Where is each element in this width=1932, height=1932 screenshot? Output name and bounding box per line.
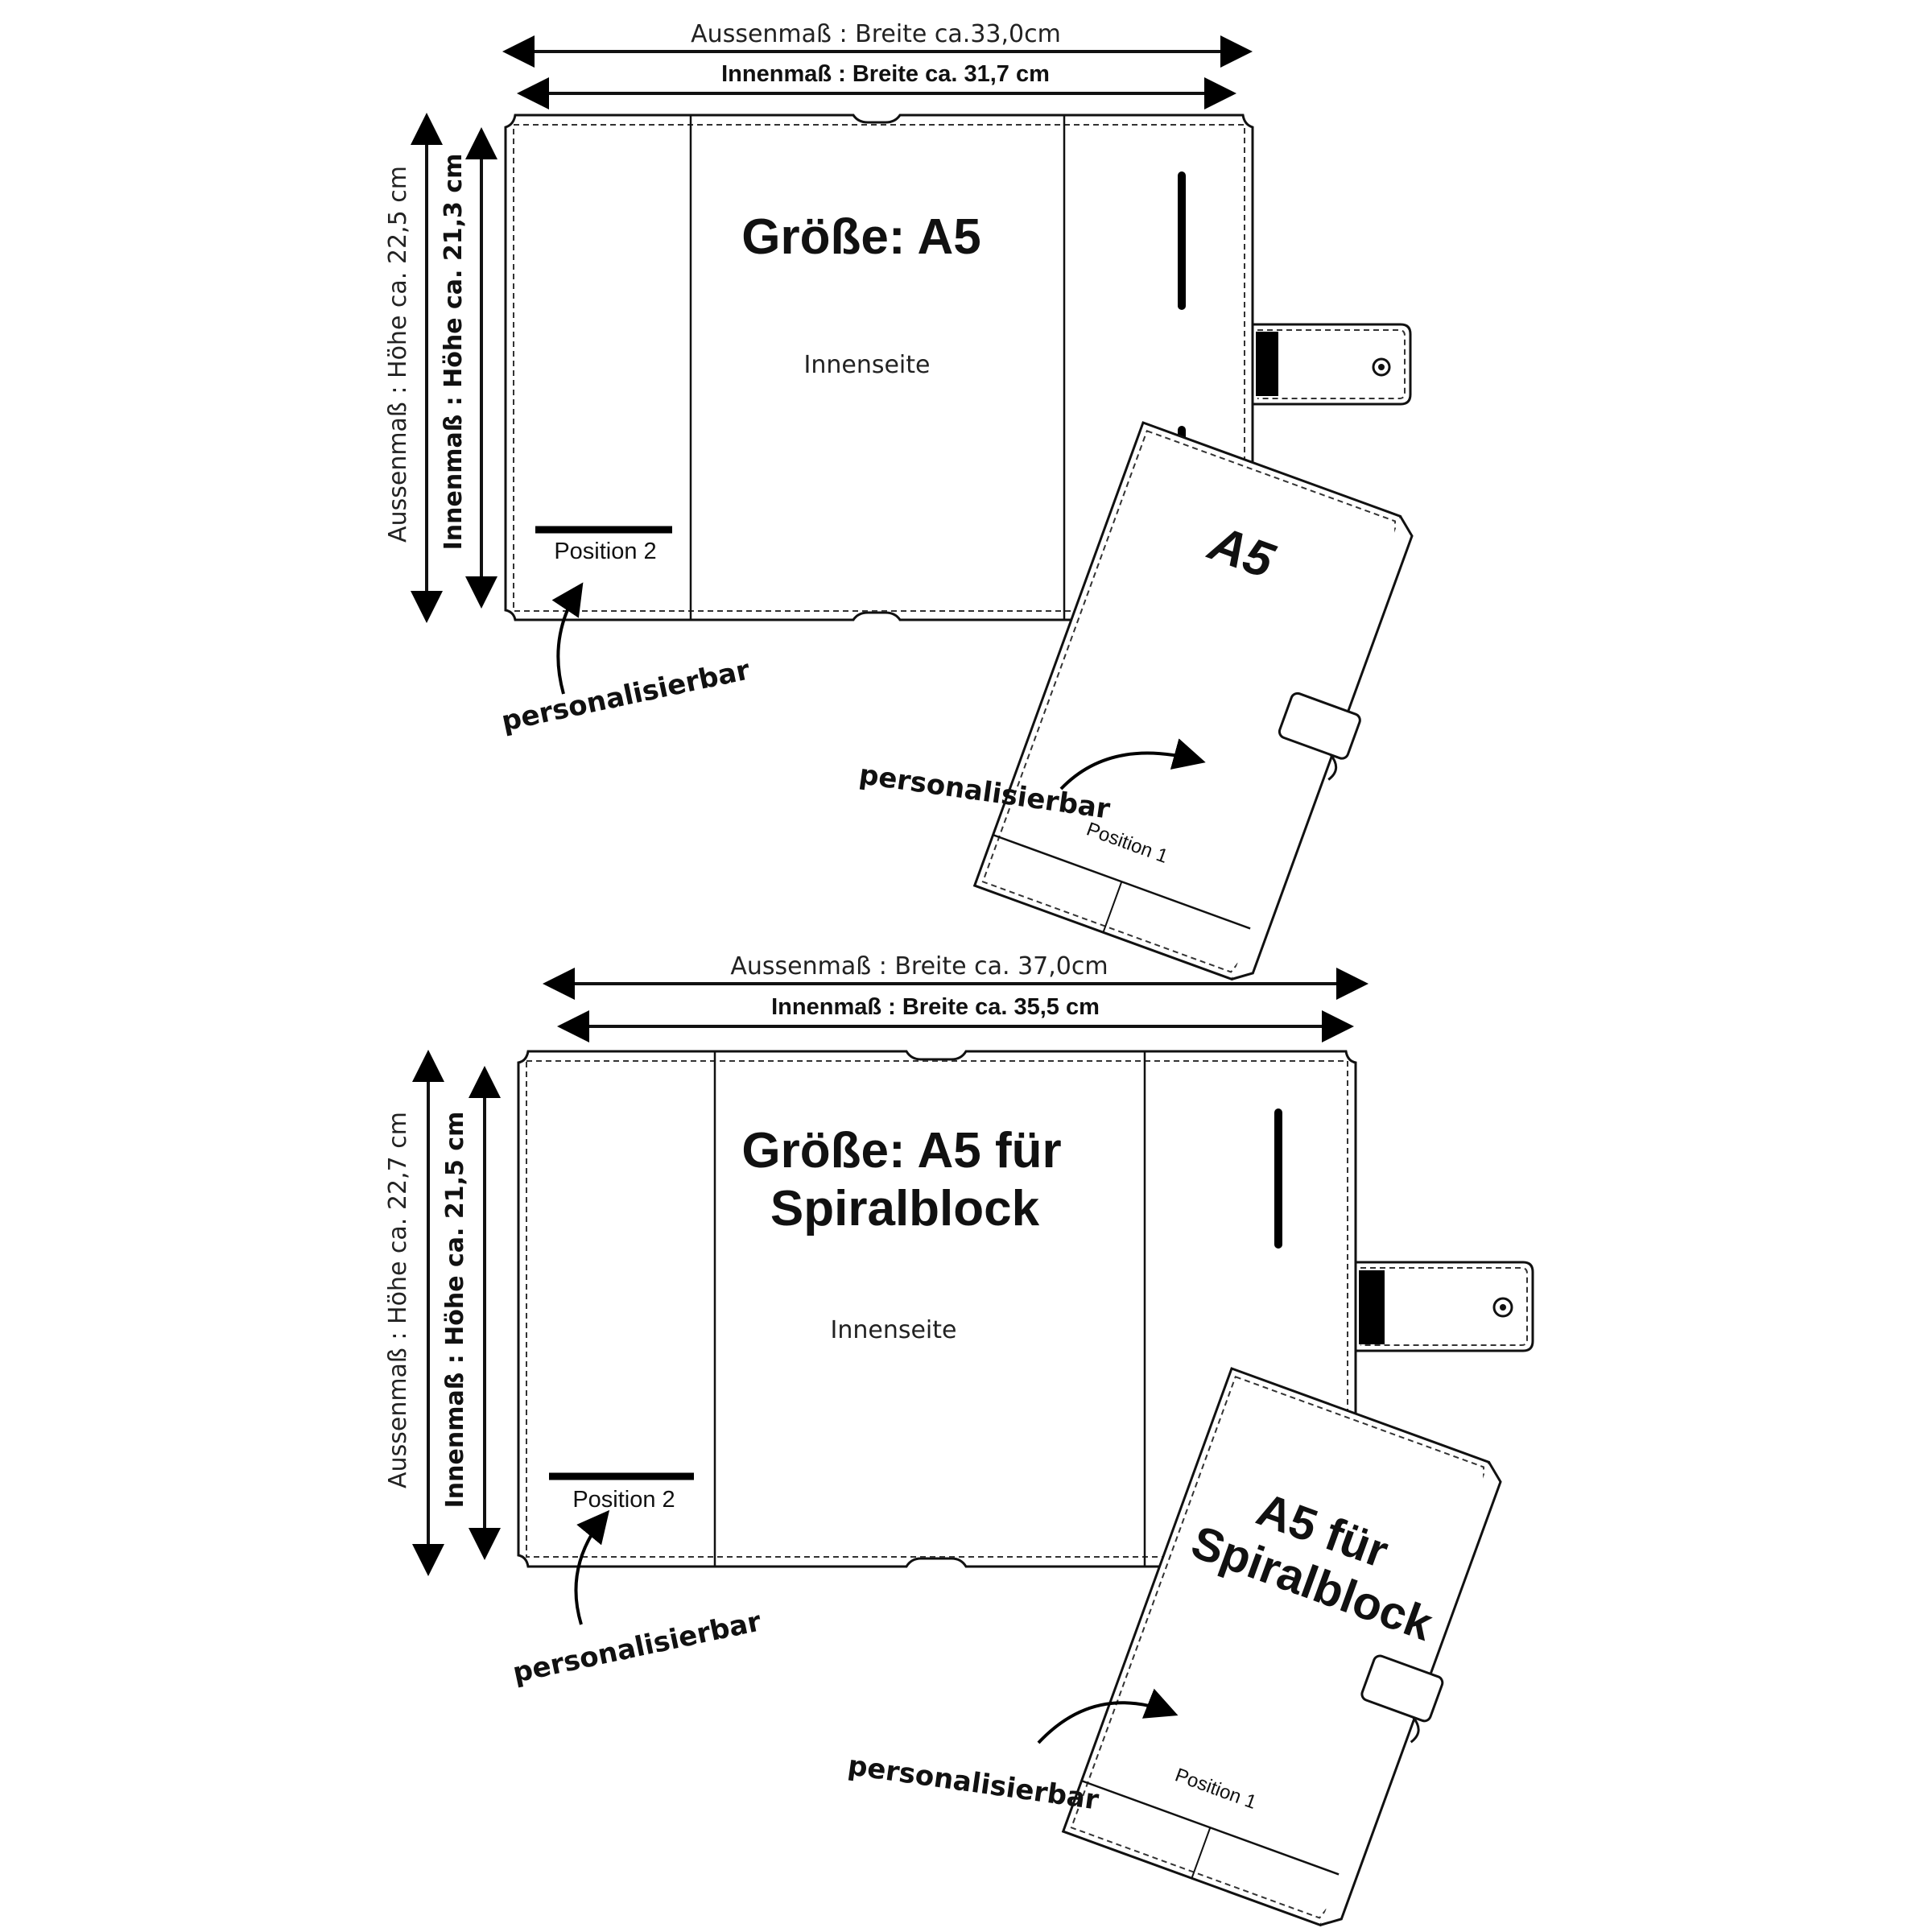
personalize-arrow-left [551,582,584,695]
elastic-loop [1256,332,1278,396]
elastic-loop-2 [1359,1270,1385,1344]
personalize-label-left: personalisierbar [499,654,753,737]
size-title: Größe: A5 [741,209,980,265]
outer-height-label: Aussenmaß : Höhe ca. 22,5 cm [384,166,412,543]
personalize-label-left-2: personalisierbar [510,1605,765,1689]
outer-height-label-2: Aussenmaß : Höhe ca. 22,7 cm [384,1112,412,1488]
inner-height-label-2: Innenmaß : Höhe ca. 21,5 cm [441,1112,469,1509]
personalize-arrow-left-2 [574,1509,610,1625]
strap-top [1251,323,1412,406]
a5-diagram: Aussenmaß : Breite ca.33,0cm Innenmaß : … [384,20,1414,981]
personalize-label-right-2: personalisierbar [846,1749,1101,1816]
strap-bottom [1354,1261,1534,1352]
inner-side-label: Innenseite [804,351,931,379]
spiral-diagram: Aussenmaß : Breite ca. 37,0cm Innenmaß :… [384,952,1534,1927]
notebook-clasp [1278,691,1361,760]
personalize-arrow-right [1059,738,1206,791]
personalize-arrow-right-2 [1037,1688,1179,1744]
size-title-line2: Spiralblock [770,1181,1040,1236]
closed-notebook-2: A5 für Spiralblock Position 1 [1061,1367,1502,1927]
closed-notebook: A5 Position 1 [972,421,1414,981]
inner-width-label-2: Innenmaß : Breite ca. 35,5 cm [771,994,1100,1020]
position2-label: Position 2 [554,539,656,564]
position2-label-2: Position 2 [572,1487,675,1513]
size-title-line1: Größe: A5 für [741,1123,1061,1179]
outer-width-label: Aussenmaß : Breite ca.33,0cm [691,20,1061,48]
notebook-clasp-2 [1360,1654,1444,1723]
outer-width-label-2: Aussenmaß : Breite ca. 37,0cm [730,952,1108,980]
inner-side-label-2: Innenseite [831,1316,957,1344]
open-cover-2 [517,1050,1357,1568]
inner-width-label: Innenmaß : Breite ca. 31,7 cm [721,61,1050,87]
inner-height-label: Innenmaß : Höhe ca. 21,3 cm [440,154,468,551]
